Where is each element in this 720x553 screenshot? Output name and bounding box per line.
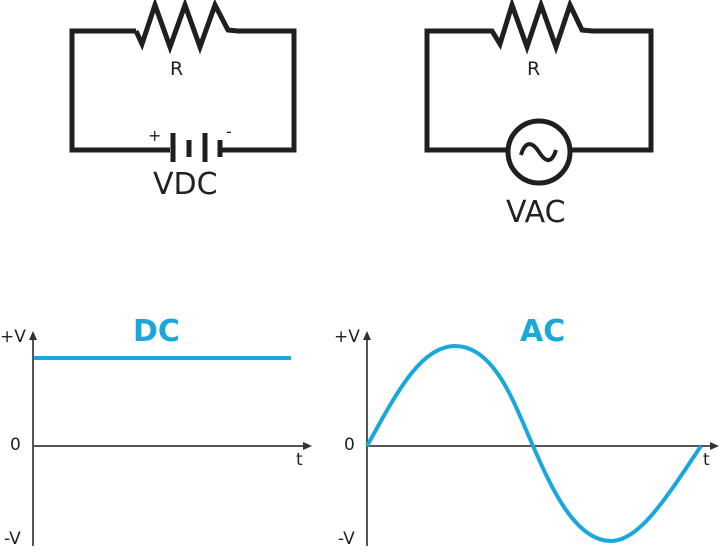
dc-resistor-label: R xyxy=(170,58,184,80)
sine-glyph-icon xyxy=(519,142,558,162)
dc-chart-title: DC xyxy=(133,314,180,349)
dc-resistor-wire xyxy=(69,28,170,153)
ac-y-bottom-label: -V xyxy=(338,529,355,549)
ac-x-label: t xyxy=(703,450,710,470)
ac-y-zero-label: 0 xyxy=(344,435,355,455)
ac-circuit xyxy=(424,0,654,186)
dc-y-zero-label: 0 xyxy=(10,435,21,455)
dc-circuit xyxy=(69,0,297,162)
ac-y-top-label: +V xyxy=(334,327,360,347)
ac-chart-title: AC xyxy=(520,314,566,349)
dc-minus-label: - xyxy=(226,122,232,141)
dc-chart xyxy=(29,331,312,546)
ac-y-arrow-icon xyxy=(363,331,371,340)
dc-y-top-label: +V xyxy=(0,327,26,347)
dc-y-bottom-label: -V xyxy=(4,529,21,549)
ac-signal-curve xyxy=(365,343,703,544)
dc-source-label: VDC xyxy=(153,167,218,202)
ac-chart xyxy=(363,331,719,546)
dc-y-arrow-icon xyxy=(29,331,37,340)
ac-source-icon xyxy=(505,118,573,186)
ac-x-arrow-icon xyxy=(710,442,719,450)
ac-resistor-label: R xyxy=(527,58,541,80)
dc-resistor-icon xyxy=(133,0,297,153)
ac-resistor-icon xyxy=(424,0,654,153)
ac-source-label: VAC xyxy=(506,195,566,230)
dc-plus-label: + xyxy=(148,126,162,145)
dc-x-arrow-icon xyxy=(303,442,312,450)
dc-x-label: t xyxy=(296,450,303,470)
